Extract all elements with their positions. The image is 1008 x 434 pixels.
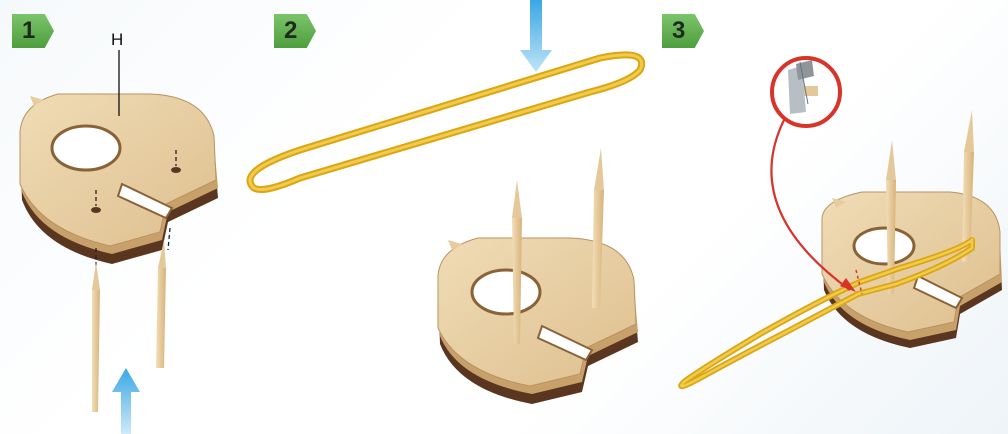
step-2-rubber-band bbox=[250, 55, 642, 190]
down-arrow-icon bbox=[520, 0, 552, 72]
step-1-skewer-right bbox=[156, 240, 166, 368]
step-2-wood-base bbox=[438, 238, 638, 404]
step-3-wood-base bbox=[822, 192, 1002, 348]
step-1-skewer-left bbox=[92, 262, 100, 412]
step-3-callout-circle bbox=[772, 58, 840, 126]
step-1-wood-base bbox=[20, 94, 218, 264]
up-arrow-icon bbox=[112, 368, 140, 434]
